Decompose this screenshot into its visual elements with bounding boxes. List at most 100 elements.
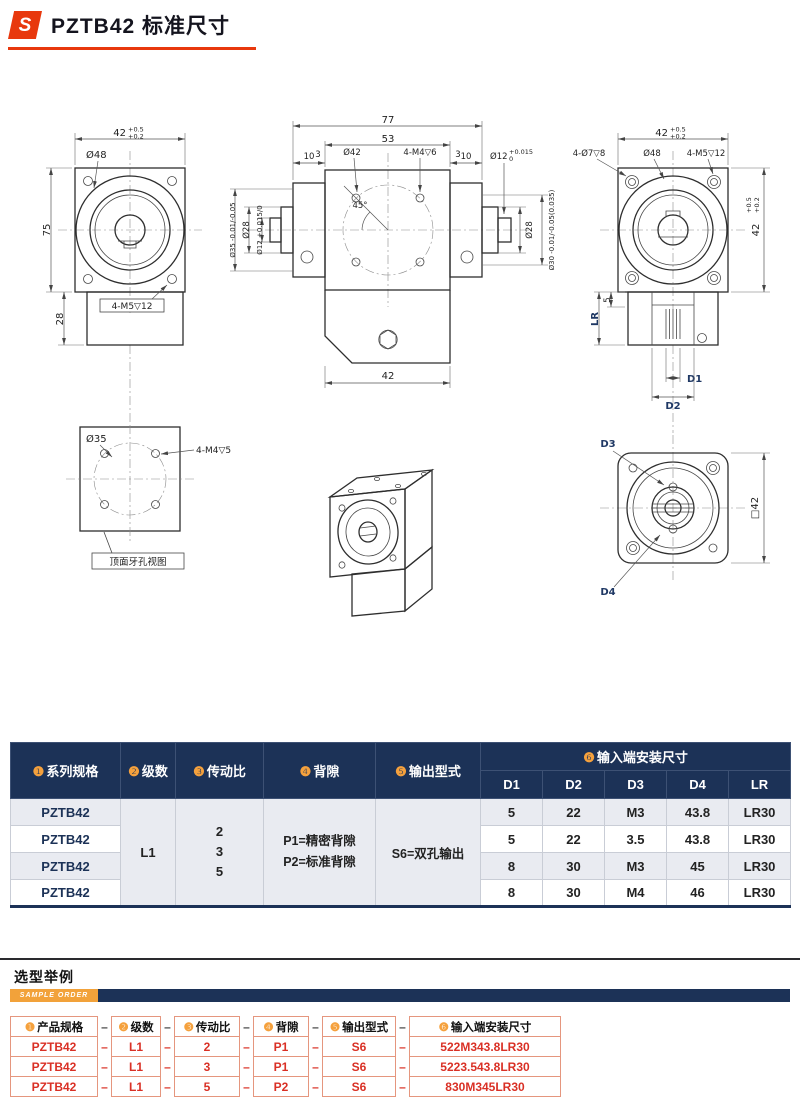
header-num-6: ❻ (583, 750, 595, 765)
input-d1-dim: D1 (687, 374, 702, 385)
sample-row-3: PZTB42 – L1 – 5 – P2 – S6 – 830M345LR30 (10, 1076, 561, 1097)
top-tapped-hole-view: Ø35 4-M4▽5 顶面牙孔视图 (66, 425, 231, 570)
side-shaft-right-tol-bot: 0 (509, 155, 513, 163)
input-tap-label: 4-M5▽12 (687, 149, 726, 159)
dash: – (312, 1079, 319, 1094)
side-bottom-width-dim: 42 (382, 371, 395, 382)
drawing-canvas: 42 +0.5 +0.2 Ø48 75 28 4-M5▽12 Ø35 4-M4▽… (42, 115, 770, 617)
dash: – (399, 1019, 406, 1034)
lr-value: LR30 (727, 879, 792, 907)
dash: – (399, 1079, 406, 1094)
sample-stages: L1 (111, 1056, 161, 1077)
d1-value: 5 (480, 825, 543, 853)
header-title-block: S PZTB42 标准尺寸 (8, 10, 257, 50)
sample-input-dims: 522M343.8LR30 (409, 1036, 561, 1057)
front-holes-label: 4-M5▽12 (112, 302, 153, 312)
sub-header-d4: D4 (666, 770, 729, 799)
dash: – (164, 1019, 171, 1034)
sample-backlash: P2 (253, 1076, 309, 1097)
sample-order-banner-bar (98, 989, 790, 1002)
sample-backlash: P1 (253, 1056, 309, 1077)
d3-value: M3 (604, 852, 667, 880)
sample-input-dims: 830M345LR30 (409, 1076, 561, 1097)
sub-header-d1: D1 (480, 770, 543, 799)
front-height-dim: 75 (42, 224, 53, 237)
side-plate-right-dim: 10 (461, 152, 472, 162)
spec-row-2: PZTB42 5 22 3.5 43.8 LR30 (10, 825, 792, 853)
sample-output: S6 (322, 1076, 396, 1097)
lr-value: LR30 (727, 825, 792, 853)
dash: – (399, 1059, 406, 1074)
dash: – (399, 1039, 406, 1054)
dash: – (312, 1019, 319, 1034)
d4-value: 43.8 (666, 798, 729, 826)
sample-input-dims: 5223.543.8LR30 (409, 1056, 561, 1077)
section-divider (0, 958, 800, 960)
d2-value: 22 (542, 798, 605, 826)
input-end-view: 42 +0.5 +0.2 4-Ø7▽8 Ø48 4-M5▽12 42 +0.5 … (573, 126, 770, 433)
header-num-2: ❷ (128, 764, 140, 779)
stages-cell: L1 (120, 798, 176, 907)
side-plate-left-dim: 10 (304, 152, 315, 162)
d1-value: 5 (480, 798, 543, 826)
output-end-view: D3 D4 □42 (600, 435, 770, 598)
sample-output: S6 (322, 1036, 396, 1057)
side-total-width-dim: 77 (382, 115, 395, 126)
d3-value: 3.5 (604, 825, 667, 853)
front-dia48-label: Ø48 (86, 149, 107, 161)
backlash-cell: P1=精密背隙 P2=标准背隙 (263, 798, 376, 907)
front-width-tol-bot: +0.2 (128, 133, 144, 141)
top-dia35-label: Ø35 (86, 433, 107, 445)
side-left-dia1: Ø35 -0.01/-0.05 (229, 202, 237, 257)
spec-row-1: PZTB42 L1 2 3 5 P1=精密背隙 P2=标准背隙 S6=双孔输出 … (10, 798, 792, 907)
output-d4-label: D4 (600, 587, 615, 598)
d4-value: 43.8 (666, 825, 729, 853)
input-height-tol-bot: +0.2 (753, 197, 761, 213)
input-lr-dim: LR (590, 312, 601, 326)
input-cbore-label: 4-Ø7▽8 (573, 148, 606, 159)
input-height-dim: 42 (751, 224, 762, 237)
front-view: 42 +0.5 +0.2 Ø48 75 28 4-M5▽12 (42, 126, 202, 425)
side-bolt-circle-label: Ø42 (343, 147, 361, 158)
sample-stages: L1 (111, 1076, 161, 1097)
side-offset-right-dim: 3 (455, 150, 460, 160)
dash: – (164, 1079, 171, 1094)
dash: – (312, 1039, 319, 1054)
d4-value: 46 (666, 879, 729, 907)
dash: – (164, 1059, 171, 1074)
input-width-tol-top: +0.5 (670, 126, 686, 134)
series-cell: PZTB42 (10, 825, 121, 853)
lr-value: LR30 (727, 798, 792, 826)
input-height-tol-top: +0.5 (745, 197, 753, 213)
sample-ratio: 2 (174, 1036, 240, 1057)
d2-value: 30 (542, 879, 605, 907)
side-shaft-right-dia: Ø12 (490, 151, 508, 162)
dash: – (101, 1079, 108, 1094)
sample-output: S6 (322, 1056, 396, 1077)
front-base-height-dim: 28 (55, 313, 66, 326)
series-cell: PZTB42 (10, 798, 121, 826)
side-view: 45° 77 53 3 3 10 10 Ø42 4-M4▽6 Ø12 +0.01… (229, 115, 556, 388)
header-num-4: ❹ (299, 764, 312, 779)
d1-value: 8 (480, 852, 543, 880)
d1-value: 8 (480, 879, 543, 907)
dash: – (101, 1019, 108, 1034)
top-view-caption: 顶面牙孔视图 (109, 556, 166, 568)
ratio-cell: 2 3 5 (175, 798, 264, 907)
input-width-dim: 42 (655, 128, 668, 139)
series-cell: PZTB42 (10, 852, 121, 880)
sample-product: PZTB42 (10, 1056, 98, 1077)
brand-logo-icon: S (8, 11, 42, 39)
input-d2-dim: D2 (665, 401, 680, 412)
sample-row-2: PZTB42 – L1 – 3 – P1 – S6 – 5223.543.8LR… (10, 1056, 561, 1077)
